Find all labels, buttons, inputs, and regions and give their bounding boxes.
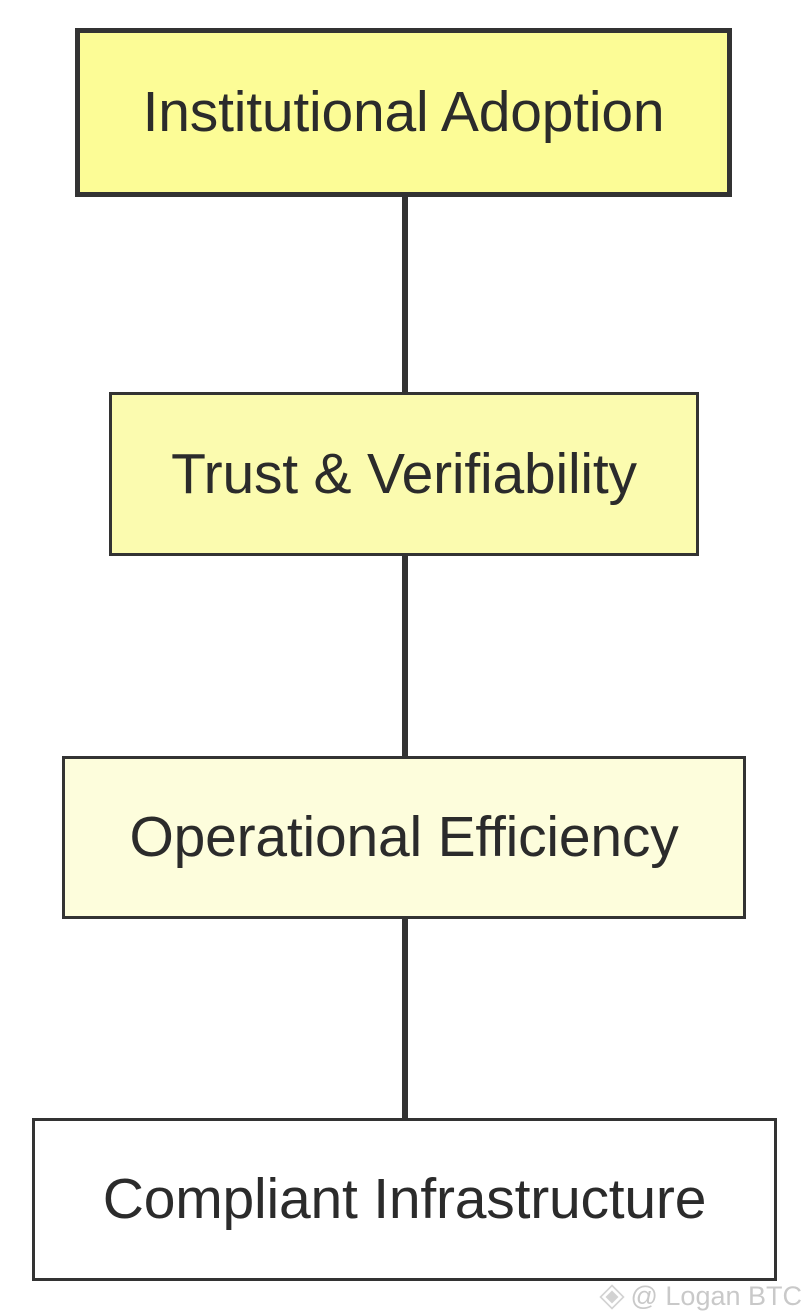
node-label-compliant-infrastructure: Compliant Infrastructure xyxy=(102,1167,707,1231)
diamond-logo-icon xyxy=(598,1283,625,1310)
node-trust-verifiability[interactable]: Trust & Verifiability xyxy=(109,392,699,556)
watermark-text: @ Logan BTC xyxy=(630,1281,803,1311)
node-compliant-infrastructure[interactable]: Compliant Infrastructure xyxy=(32,1118,777,1281)
connector-trust-to-operational xyxy=(402,550,408,762)
connector-operational-to-compliant xyxy=(402,913,408,1125)
node-label-institutional-adoption: Institutional Adoption xyxy=(142,80,665,144)
node-operational-efficiency[interactable]: Operational Efficiency xyxy=(62,756,746,919)
watermark: @ Logan BTC xyxy=(598,1281,803,1311)
node-label-operational-efficiency: Operational Efficiency xyxy=(129,805,679,869)
connector-institutional-to-trust xyxy=(402,190,408,400)
node-label-trust-verifiability: Trust & Verifiability xyxy=(171,441,637,506)
node-institutional-adoption[interactable]: Institutional Adoption xyxy=(75,28,732,197)
